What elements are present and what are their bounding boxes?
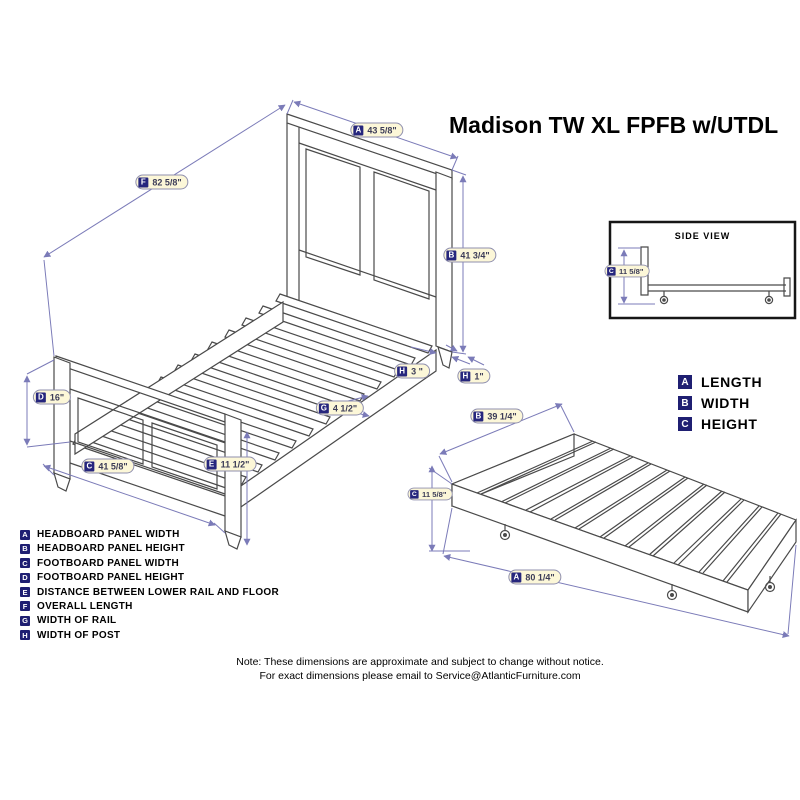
parts-legend-row: F OVERALL LENGTH <box>20 601 279 612</box>
note-line-1: Note: These dimensions are approximate a… <box>236 656 604 668</box>
size-legend-row-width: B WIDTH <box>678 395 762 411</box>
dim-pill-rail-thickness: H 1" <box>457 368 491 384</box>
size-legend-row-height: C HEIGHT <box>678 416 762 432</box>
parts-legend-row: A HEADBOARD PANEL WIDTH <box>20 529 279 540</box>
dim-pill-headboard-width: A 43 5/8" <box>350 122 404 138</box>
dim-letter-badge: H <box>460 371 471 381</box>
dim-value: 41 3/4" <box>460 250 490 260</box>
side-view-title: SIDE VIEW <box>674 231 731 241</box>
disclaimer-note: Note: These dimensions are approximate a… <box>215 655 625 683</box>
dim-pill-trundle-length: A 80 1/4" <box>508 569 562 585</box>
legend-label: DISTANCE BETWEEN LOWER RAIL AND FLOOR <box>37 586 280 598</box>
dim-value: 80 1/4" <box>525 572 555 582</box>
dim-letter-badge: B <box>473 411 484 421</box>
product-title: Madison TW XL FPFB w/UTDL <box>449 112 779 138</box>
dim-value: 11 5/8" <box>619 266 644 276</box>
legend-letter-badge: F <box>20 601 30 612</box>
dim-letter-badge: G <box>318 403 329 413</box>
dim-value: 11 1/2" <box>220 459 250 469</box>
parts-legend: A HEADBOARD PANEL WIDTH B HEADBOARD PANE… <box>20 529 279 644</box>
dim-pill-overall-length: F 82 5/8" <box>135 174 189 190</box>
dim-letter-badge: H <box>397 366 408 376</box>
dim-value: 4 1/2" <box>332 403 358 413</box>
legend-letter-badge: B <box>678 396 692 410</box>
dim-pill-trundle-height: C 11 5/8" <box>407 487 453 501</box>
dim-pill-headboard-height: B 41 3/4" <box>443 247 497 263</box>
note-line-2: For exact dimensions please email to Ser… <box>259 670 581 682</box>
legend-letter-badge: A <box>20 529 30 540</box>
dim-value: 39 1/4" <box>487 411 517 421</box>
legend-letter-badge: D <box>20 572 30 583</box>
legend-label: FOOTBOARD PANEL WIDTH <box>37 557 180 569</box>
parts-legend-row: D FOOTBOARD PANEL HEIGHT <box>20 572 279 583</box>
legend-label: FOOTBOARD PANEL HEIGHT <box>37 572 185 584</box>
dim-letter-badge: C <box>410 489 419 499</box>
parts-legend-row: H WIDTH OF POST <box>20 630 279 641</box>
legend-label: HEADBOARD PANEL WIDTH <box>37 529 180 540</box>
legend-letter-badge: C <box>678 417 692 431</box>
trundle-drawing <box>450 433 797 614</box>
dim-pill-footboard-width: C 41 5/8" <box>81 458 135 474</box>
legend-label: LENGTH <box>701 374 763 390</box>
legend-letter-badge: B <box>20 543 30 554</box>
dimension-lines <box>23 99 797 638</box>
dim-value: 3 " <box>411 366 423 376</box>
dim-value: 82 5/8" <box>152 177 182 187</box>
dim-value: 41 5/8" <box>98 461 128 471</box>
legend-label: WIDTH <box>701 395 750 411</box>
dim-pill-footboard-height: D 16" <box>32 389 72 405</box>
dim-value: 11 5/8" <box>422 489 447 499</box>
dim-value: 43 5/8" <box>367 125 397 135</box>
legend-label: WIDTH OF POST <box>37 629 121 641</box>
dim-pill-post-width: H 3 " <box>394 363 430 379</box>
legend-label: HEADBOARD PANEL HEIGHT <box>37 543 185 555</box>
dim-pill-trundle-width: B 39 1/4" <box>470 408 524 424</box>
dim-letter-badge: A <box>511 572 522 582</box>
legend-letter-badge: C <box>20 558 30 569</box>
legend-label: OVERALL LENGTH <box>37 600 133 612</box>
size-legend-row-length: A LENGTH <box>678 374 762 390</box>
dim-value: 1" <box>474 371 484 381</box>
parts-legend-row: E DISTANCE BETWEEN LOWER RAIL AND FLOOR <box>20 587 279 598</box>
dim-letter-badge: C <box>607 266 616 276</box>
legend-letter-badge: G <box>20 615 30 626</box>
dim-value: 16" <box>49 392 65 402</box>
dim-letter-badge: D <box>35 392 46 402</box>
parts-legend-row: C FOOTBOARD PANEL WIDTH <box>20 558 279 569</box>
parts-legend-row: B HEADBOARD PANEL HEIGHT <box>20 543 279 554</box>
size-legend: A LENGTH B WIDTH C HEIGHT <box>678 374 762 437</box>
legend-letter-badge: H <box>20 630 30 641</box>
dim-letter-badge: A <box>353 125 364 135</box>
dim-letter-badge: B <box>446 250 457 260</box>
dim-pill-sideview-height: C 11 5/8" <box>604 264 650 278</box>
parts-legend-row: G WIDTH OF RAIL <box>20 615 279 626</box>
dim-pill-rail-to-floor: E 11 1/2" <box>203 456 257 472</box>
legend-letter-badge: A <box>678 375 692 389</box>
legend-label: HEIGHT <box>701 416 758 432</box>
legend-label: WIDTH OF RAIL <box>37 615 117 627</box>
dim-letter-badge: C <box>84 461 95 471</box>
dim-letter-badge: F <box>138 177 149 187</box>
dim-pill-rail-width: G 4 1/2" <box>315 400 365 416</box>
legend-letter-badge: E <box>20 587 30 598</box>
main-bed-drawing <box>53 113 453 550</box>
dim-letter-badge: E <box>206 459 217 469</box>
